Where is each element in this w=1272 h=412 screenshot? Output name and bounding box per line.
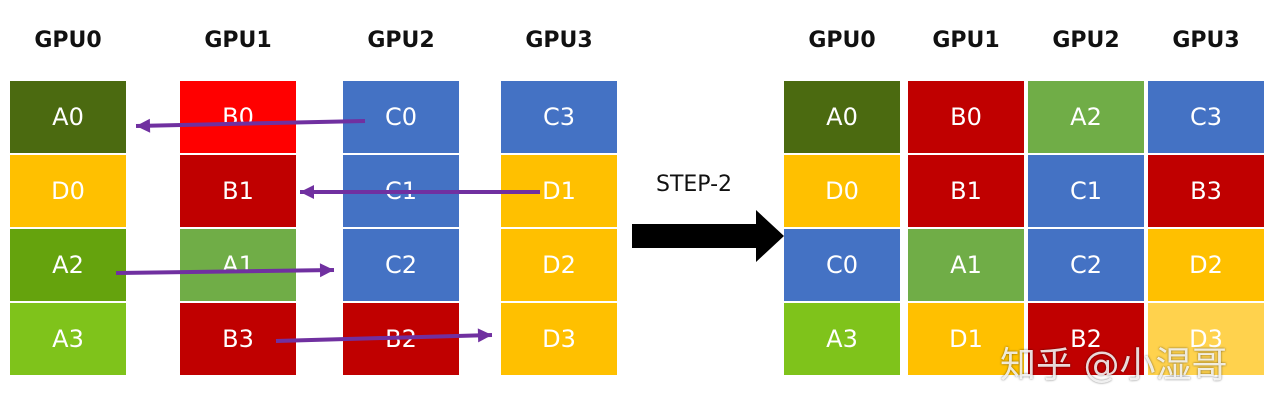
right-block-d0: D0 <box>784 155 900 227</box>
right-header-gpu3: GPU3 <box>1172 28 1240 53</box>
arrowhead-icon <box>319 263 334 278</box>
right-arrow-icon <box>632 210 784 262</box>
left-block-b2: B2 <box>343 303 459 375</box>
right-header-gpu1: GPU1 <box>932 28 1000 53</box>
left-block-d2: D2 <box>501 229 617 301</box>
step-label: STEP-2 <box>656 172 733 197</box>
left-header-gpu0: GPU0 <box>34 28 102 53</box>
right-block-c1: C1 <box>1028 155 1144 227</box>
right-block-a1: A1 <box>908 229 1024 301</box>
right-block-d1: D1 <box>908 303 1024 375</box>
right-block-d3: D3 <box>1148 303 1264 375</box>
left-block-d1: D1 <box>501 155 617 227</box>
left-block-b1: B1 <box>180 155 296 227</box>
left-block-c3: C3 <box>501 81 617 153</box>
right-block-a0: A0 <box>784 81 900 153</box>
right-header-gpu0: GPU0 <box>808 28 876 53</box>
right-block-b1: B1 <box>908 155 1024 227</box>
right-block-a3: A3 <box>784 303 900 375</box>
left-block-b3: B3 <box>180 303 296 375</box>
left-block-c1: C1 <box>343 155 459 227</box>
left-block-a2: A2 <box>10 229 126 301</box>
right-block-c0: C0 <box>784 229 900 301</box>
left-block-c2: C2 <box>343 229 459 301</box>
right-block-b2: B2 <box>1028 303 1144 375</box>
left-block-a0: A0 <box>10 81 126 153</box>
left-header-gpu2: GPU2 <box>367 28 435 53</box>
watermark: 知乎 @小湿哥 <box>1000 345 1228 386</box>
right-block-b0: B0 <box>908 81 1024 153</box>
right-block-d2: D2 <box>1148 229 1264 301</box>
left-block-d0: D0 <box>10 155 126 227</box>
right-block-a2: A2 <box>1028 81 1144 153</box>
right-block-b3: B3 <box>1148 155 1264 227</box>
left-header-gpu3: GPU3 <box>525 28 593 53</box>
arrowhead-icon <box>477 328 492 343</box>
left-block-b0: B0 <box>180 81 296 153</box>
right-block-c3: C3 <box>1148 81 1264 153</box>
arrowhead-icon <box>300 185 314 199</box>
right-header-gpu2: GPU2 <box>1052 28 1120 53</box>
left-block-d3: D3 <box>501 303 617 375</box>
right-block-c2: C2 <box>1028 229 1144 301</box>
arrowhead-icon <box>136 118 151 133</box>
left-block-a1: A1 <box>180 229 296 301</box>
left-block-a3: A3 <box>10 303 126 375</box>
left-block-c0: C0 <box>343 81 459 153</box>
left-header-gpu1: GPU1 <box>204 28 272 53</box>
